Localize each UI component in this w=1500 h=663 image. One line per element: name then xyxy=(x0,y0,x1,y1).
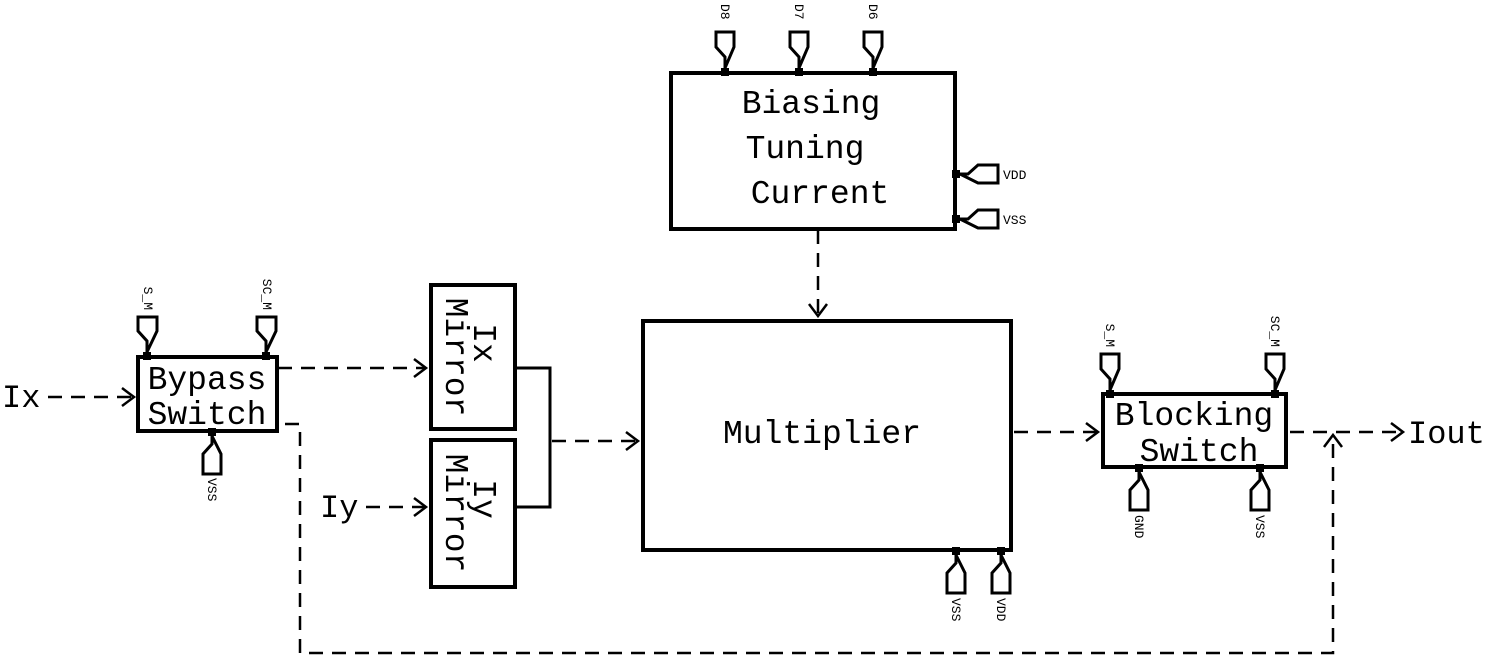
iy-mirror-block: Iy Mirror xyxy=(429,438,517,589)
multiplier-vss-label: VSS xyxy=(948,598,963,622)
bypass-switch-box xyxy=(136,355,279,433)
ix-mirror-label-line1: Ix xyxy=(464,323,501,363)
pin-connector-icon xyxy=(959,163,1000,185)
biasing-label-line1: Biasing xyxy=(742,86,881,123)
blocking-sc-m-label: SC_M xyxy=(1267,316,1282,347)
bias-d7-pin: D7 xyxy=(788,4,810,76)
ixmirror-arrowhead xyxy=(413,358,429,378)
iy-mirror-label-line2: Mirror xyxy=(436,454,473,573)
bypass-sc-m-pin: SC_M xyxy=(255,279,278,360)
iout-signal-label: Iout xyxy=(1408,416,1485,453)
pin-connector-icon xyxy=(714,30,736,69)
blocking-switch-label-line2: Switch xyxy=(1140,434,1259,471)
blocking-switch-label-line1: Blocking xyxy=(1115,398,1273,435)
biasing-label-line2: Tuning xyxy=(746,131,865,168)
iymirror-arrowhead xyxy=(413,497,429,517)
biasing-block: Biasing Tuning Current D8 D7 D6 VDD xyxy=(669,4,1027,231)
bias-d8-label: D8 xyxy=(717,4,732,20)
iy-mirror-label-line1: Iy xyxy=(464,479,501,519)
bypass-switch-label-line2: Switch xyxy=(148,397,267,434)
blocking-arrowhead xyxy=(1085,422,1101,442)
blocking-gnd-pin: GND xyxy=(1128,464,1150,539)
iy-signal-label: Iy xyxy=(320,490,358,527)
pin-connector-icon xyxy=(990,554,1012,595)
iy-mirror-box xyxy=(429,438,517,589)
bias-vss-pin: VSS xyxy=(952,208,1027,230)
pin-connector-icon xyxy=(1128,471,1150,512)
bypass-switch-label-line1: Bypass xyxy=(148,362,267,399)
pin-connector-icon xyxy=(1249,471,1271,512)
multiplier-block: Multiplier VSS VDD xyxy=(641,319,1013,622)
biasing-box xyxy=(669,71,957,231)
pin-connector-icon xyxy=(862,30,884,69)
blocking-switch-block: Blocking Switch S_M SC_M GND VSS xyxy=(1099,316,1288,539)
multiplier-vss-pin: VSS xyxy=(945,547,967,622)
pin-connector-icon xyxy=(959,208,1000,230)
multiplier-label: Multiplier xyxy=(723,416,921,453)
bias-d6-pin: D6 xyxy=(862,4,884,76)
ix-mirror-box xyxy=(429,283,517,431)
mirror-merge-wire xyxy=(515,366,552,509)
bypass-vss-label: VSS xyxy=(204,478,219,502)
bias-d6-label: D6 xyxy=(865,4,880,20)
bias-vdd-label: VDD xyxy=(1003,168,1027,183)
blocking-vss-pin: VSS xyxy=(1249,464,1271,539)
ix-mirror-label-line2: Mirror xyxy=(436,298,473,417)
multiplier-arrowhead xyxy=(625,431,641,451)
blocking-vss-label: VSS xyxy=(1252,515,1267,539)
biasing-label-line3: Current xyxy=(751,176,890,213)
blocking-switch-box xyxy=(1101,392,1288,469)
pin-connector-icon xyxy=(136,315,159,353)
pin-connector-icon xyxy=(255,315,278,353)
multiplier-box xyxy=(641,319,1013,552)
dashed-connections xyxy=(48,230,1406,655)
blocking-s-m-label: S_M xyxy=(1102,324,1117,347)
bias-vss-label: VSS xyxy=(1003,213,1027,228)
ix-mirror-block: Ix Mirror xyxy=(429,283,517,431)
bypass-vss-pin: VSS xyxy=(201,428,223,502)
iout-arrowhead xyxy=(1390,422,1406,442)
blocking-s-m-pin: S_M xyxy=(1099,324,1121,398)
blocking-sc-m-pin: SC_M xyxy=(1264,316,1286,398)
multiplier-vdd-label: VDD xyxy=(993,598,1008,622)
pin-connector-icon xyxy=(1099,352,1121,391)
bypass-loop-connector xyxy=(285,422,1335,655)
blocking-gnd-label: GND xyxy=(1131,515,1146,539)
bias-d7-label: D7 xyxy=(791,4,806,20)
bias-d8-pin: D8 xyxy=(714,4,736,76)
pin-connector-icon xyxy=(945,554,967,595)
bypass-s-m-pin: S_M xyxy=(136,287,159,360)
bias-arrowhead xyxy=(808,303,828,319)
ix-arrowhead xyxy=(121,387,137,407)
bypass-switch-block: Bypass Switch S_M SC_M VSS xyxy=(136,279,279,502)
pin-connector-icon xyxy=(788,30,810,69)
ix-signal-label: Ix xyxy=(2,380,40,417)
pin-connector-icon xyxy=(201,435,223,476)
bypass-loop-arrowhead xyxy=(1323,432,1343,448)
pin-connector-icon xyxy=(1264,352,1286,391)
multiplier-vdd-pin: VDD xyxy=(990,547,1012,622)
bias-vdd-pin: VDD xyxy=(952,163,1027,185)
bypass-s-m-label: S_M xyxy=(140,287,155,310)
bypass-sc-m-label: SC_M xyxy=(259,279,274,310)
